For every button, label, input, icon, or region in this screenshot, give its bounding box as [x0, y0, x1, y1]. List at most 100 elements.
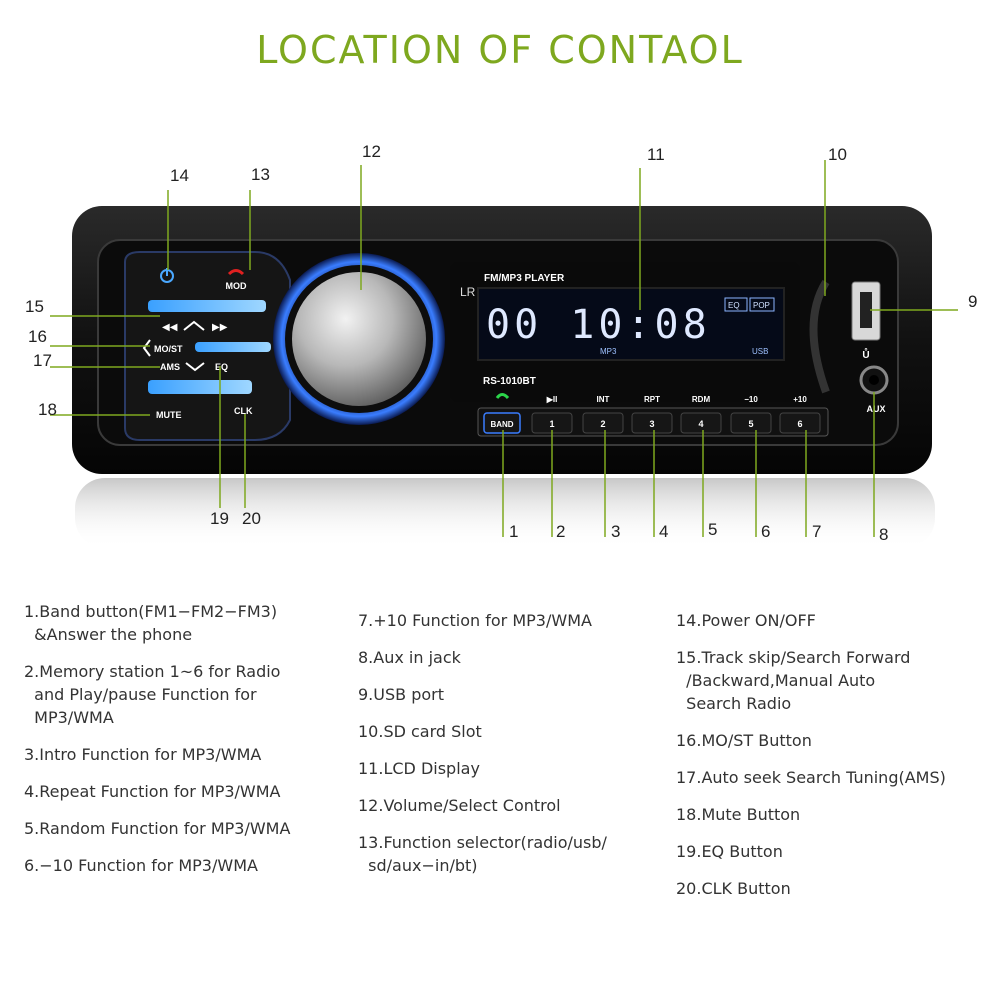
preset-button-label: 3 [649, 419, 654, 429]
legend-item-text: 19.EQ Button [676, 842, 783, 861]
lcd-pop: POP [753, 301, 770, 310]
legend-item: 14.Power ON/OFF [676, 609, 996, 632]
band-button[interactable]: BAND [483, 412, 521, 434]
legend-item-text: 8.Aux in jack [358, 648, 461, 667]
preset-top-label: −10 [744, 395, 758, 404]
phone-icon [495, 393, 510, 400]
volume-knob[interactable] [273, 253, 445, 425]
preset-button-2[interactable]: 2 [582, 412, 624, 434]
legend-item: 2.Memory station 1~6 for Radio and Play/… [24, 660, 344, 729]
power-button[interactable] [160, 268, 174, 283]
callout-18: 18 [38, 400, 57, 419]
legend-item: 20.CLK Button [676, 877, 996, 900]
legend-item: 6.−10 Function for MP3/WMA [24, 854, 344, 877]
callout-7: 7 [812, 522, 821, 541]
callout-12: 12 [362, 142, 381, 161]
chevron-up-icon[interactable] [183, 320, 205, 331]
callout-11: 11 [647, 145, 665, 164]
most-label: MO/ST [154, 344, 183, 354]
callout-lines [50, 160, 958, 537]
legend-item-text: 20.CLK Button [676, 879, 791, 898]
usb-symbol: Ů [862, 347, 869, 361]
eq-label: EQ [215, 362, 228, 372]
chevron-down-icon[interactable] [185, 362, 205, 372]
lcd-display [477, 287, 785, 361]
most-bar[interactable] [195, 342, 271, 352]
legend-item: 15.Track skip/Search Forward /Backward,M… [676, 646, 996, 715]
preset-button-label: 6 [797, 419, 802, 429]
callout-6: 6 [761, 522, 770, 541]
lcd-pop-box [749, 297, 775, 312]
legend-item-text: 1.Band button(FM1−FM2−FM3) &Answer the p… [24, 602, 278, 644]
preset-button-6[interactable]: 6 [779, 412, 821, 434]
sd-card-slot[interactable] [809, 279, 830, 394]
legend-item: 16.MO/ST Button [676, 729, 996, 752]
callout-5: 5 [708, 520, 717, 539]
legend-item-text: 16.MO/ST Button [676, 731, 812, 750]
forward-icon[interactable]: ▶▶ [212, 322, 228, 333]
legend-item-text: 14.Power ON/OFF [676, 611, 816, 630]
legend-item: 4.Repeat Function for MP3/WMA [24, 780, 344, 803]
legend-item-text: 3.Intro Function for MP3/WMA [24, 745, 262, 764]
legend-item: 13.Function selector(radio/usb/ sd/aux−i… [358, 831, 668, 877]
ams-label: AMS [160, 362, 180, 372]
legend-item-text: 18.Mute Button [676, 805, 801, 824]
legend-item: 12.Volume/Select Control [358, 794, 668, 817]
legend-item-text: 17.Auto seek Search Tuning(AMS) [676, 768, 946, 787]
callout-2: 2 [556, 522, 565, 541]
mute-bar[interactable] [148, 380, 252, 394]
aux-jack[interactable] [859, 365, 889, 395]
legend-item-text: 15.Track skip/Search Forward /Backward,M… [676, 648, 911, 713]
preset-button-5[interactable]: 5 [730, 412, 772, 434]
mod-button[interactable]: MOD [226, 269, 247, 292]
callout-9: 9 [968, 292, 977, 311]
legend-item: 7.+10 Function for MP3/WMA [358, 609, 668, 632]
legend-item-text: 9.USB port [358, 685, 444, 704]
preset-button-3[interactable]: 3 [631, 412, 673, 434]
lr-icon: LR [460, 285, 476, 299]
preset-top-label: RPT [644, 395, 660, 404]
legend-item-text: 7.+10 Function for MP3/WMA [358, 611, 592, 630]
legend-item-text: 5.Random Function for MP3/WMA [24, 819, 291, 838]
callout-3: 3 [611, 522, 620, 541]
mod-label: MOD [226, 281, 247, 291]
page-title: LOCATION OF CONTAOL [256, 28, 744, 72]
legend-item-text: 13.Function selector(radio/usb/ sd/aux−i… [358, 833, 607, 875]
lcd-time: 00 10:08 [486, 302, 711, 348]
legend-column-3: 14.Power ON/OFF 15.Track skip/Search Forw… [676, 609, 996, 914]
band-label: BAND [490, 420, 513, 429]
lcd-mp3: MP3 [600, 347, 617, 356]
rewind-icon[interactable]: ◀◀ [162, 322, 178, 333]
legend-column-1: 1.Band button(FM1−FM2−FM3) &Answer the p… [24, 600, 344, 891]
preset-button-1[interactable]: 1 [531, 412, 573, 434]
chevron-left-icon[interactable] [142, 339, 151, 357]
preset-top-label: +10 [793, 395, 807, 404]
legend-item: 19.EQ Button [676, 840, 996, 863]
car-radio-diagram: MOD ◀◀ ▶▶ MO/ST AMS EQ MUTE CLK FM/MP3 P… [25, 142, 977, 548]
callout-8: 8 [879, 525, 888, 544]
preset-button-label: 4 [698, 419, 703, 429]
callout-4: 4 [659, 522, 668, 541]
lcd-eq: EQ [728, 301, 740, 310]
legend-item: 18.Mute Button [676, 803, 996, 826]
legend-item: 1.Band button(FM1−FM2−FM3) &Answer the p… [24, 600, 344, 646]
preset-button-4[interactable]: 4 [680, 412, 722, 434]
legend-item: 9.USB port [358, 683, 668, 706]
callout-15: 15 [25, 297, 44, 316]
legend-item: 10.SD card Slot [358, 720, 668, 743]
legend-item: 11.LCD Display [358, 757, 668, 780]
preset-button-label: 1 [549, 419, 554, 429]
callout-10: 10 [828, 145, 847, 164]
lcd-eq-box [724, 297, 748, 312]
preset-button-label: 5 [748, 419, 753, 429]
legend-item: 17.Auto seek Search Tuning(AMS) [676, 766, 996, 789]
panel-label: FM/MP3 PLAYER [484, 273, 565, 284]
usb-port-inner [860, 292, 872, 328]
track-skip-bar[interactable] [148, 300, 266, 312]
callout-16: 16 [28, 327, 47, 346]
lcd-usb: USB [752, 347, 768, 356]
preset-top-label: INT [597, 395, 610, 404]
aux-label: AUX [866, 404, 885, 414]
legend-item-text: 12.Volume/Select Control [358, 796, 561, 815]
callout-17: 17 [33, 351, 52, 370]
